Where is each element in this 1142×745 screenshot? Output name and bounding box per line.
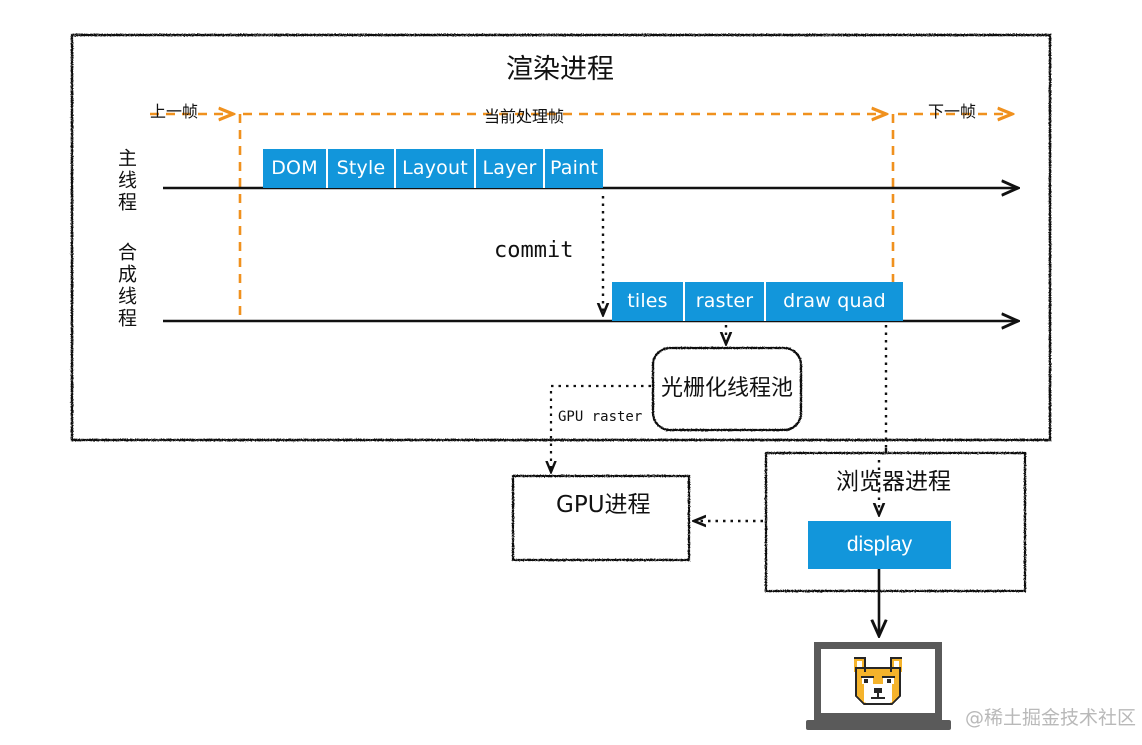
doge-icon [854, 657, 902, 705]
laptop-base [806, 720, 951, 730]
task-block-paint[interactable]: Paint [545, 149, 603, 188]
task-block-draw-quad[interactable]: draw quad [766, 282, 903, 321]
task-block-dom[interactable]: DOM [263, 149, 328, 188]
display-block[interactable]: display [808, 521, 951, 569]
gpu-raster-path [551, 384, 651, 472]
current-frame-label: 当前处理帧 [484, 107, 565, 126]
next-frame-label: 下一帧 [928, 102, 977, 121]
watermark-text: @稀土掘金技术社区 [965, 707, 1137, 729]
laptop-screen [814, 642, 942, 720]
raster-thread-pool-label: 光栅化线程池 [661, 376, 794, 401]
task-block-layer[interactable]: Layer [476, 149, 545, 188]
commit-label: commit [494, 238, 574, 263]
prev-frame-label: 上一帧 [150, 102, 199, 121]
browser-process-label: 浏览器进程 [836, 469, 951, 495]
compositor-thread-label: 合成线程 [114, 242, 137, 330]
main-thread-label: 主线程 [114, 148, 137, 214]
gpu-process-label: GPU进程 [556, 492, 651, 518]
gpu-raster-label: GPU raster [558, 409, 643, 425]
task-block-tiles[interactable]: tiles [612, 282, 685, 321]
page-title: 渲染进程 [506, 54, 614, 85]
laptop-illustration [806, 642, 954, 732]
gpu-process-border [511, 474, 691, 562]
task-block-style[interactable]: Style [328, 149, 396, 188]
task-block-raster[interactable]: raster [685, 282, 766, 321]
task-block-layout[interactable]: Layout [396, 149, 476, 188]
display-label: display [846, 533, 913, 556]
